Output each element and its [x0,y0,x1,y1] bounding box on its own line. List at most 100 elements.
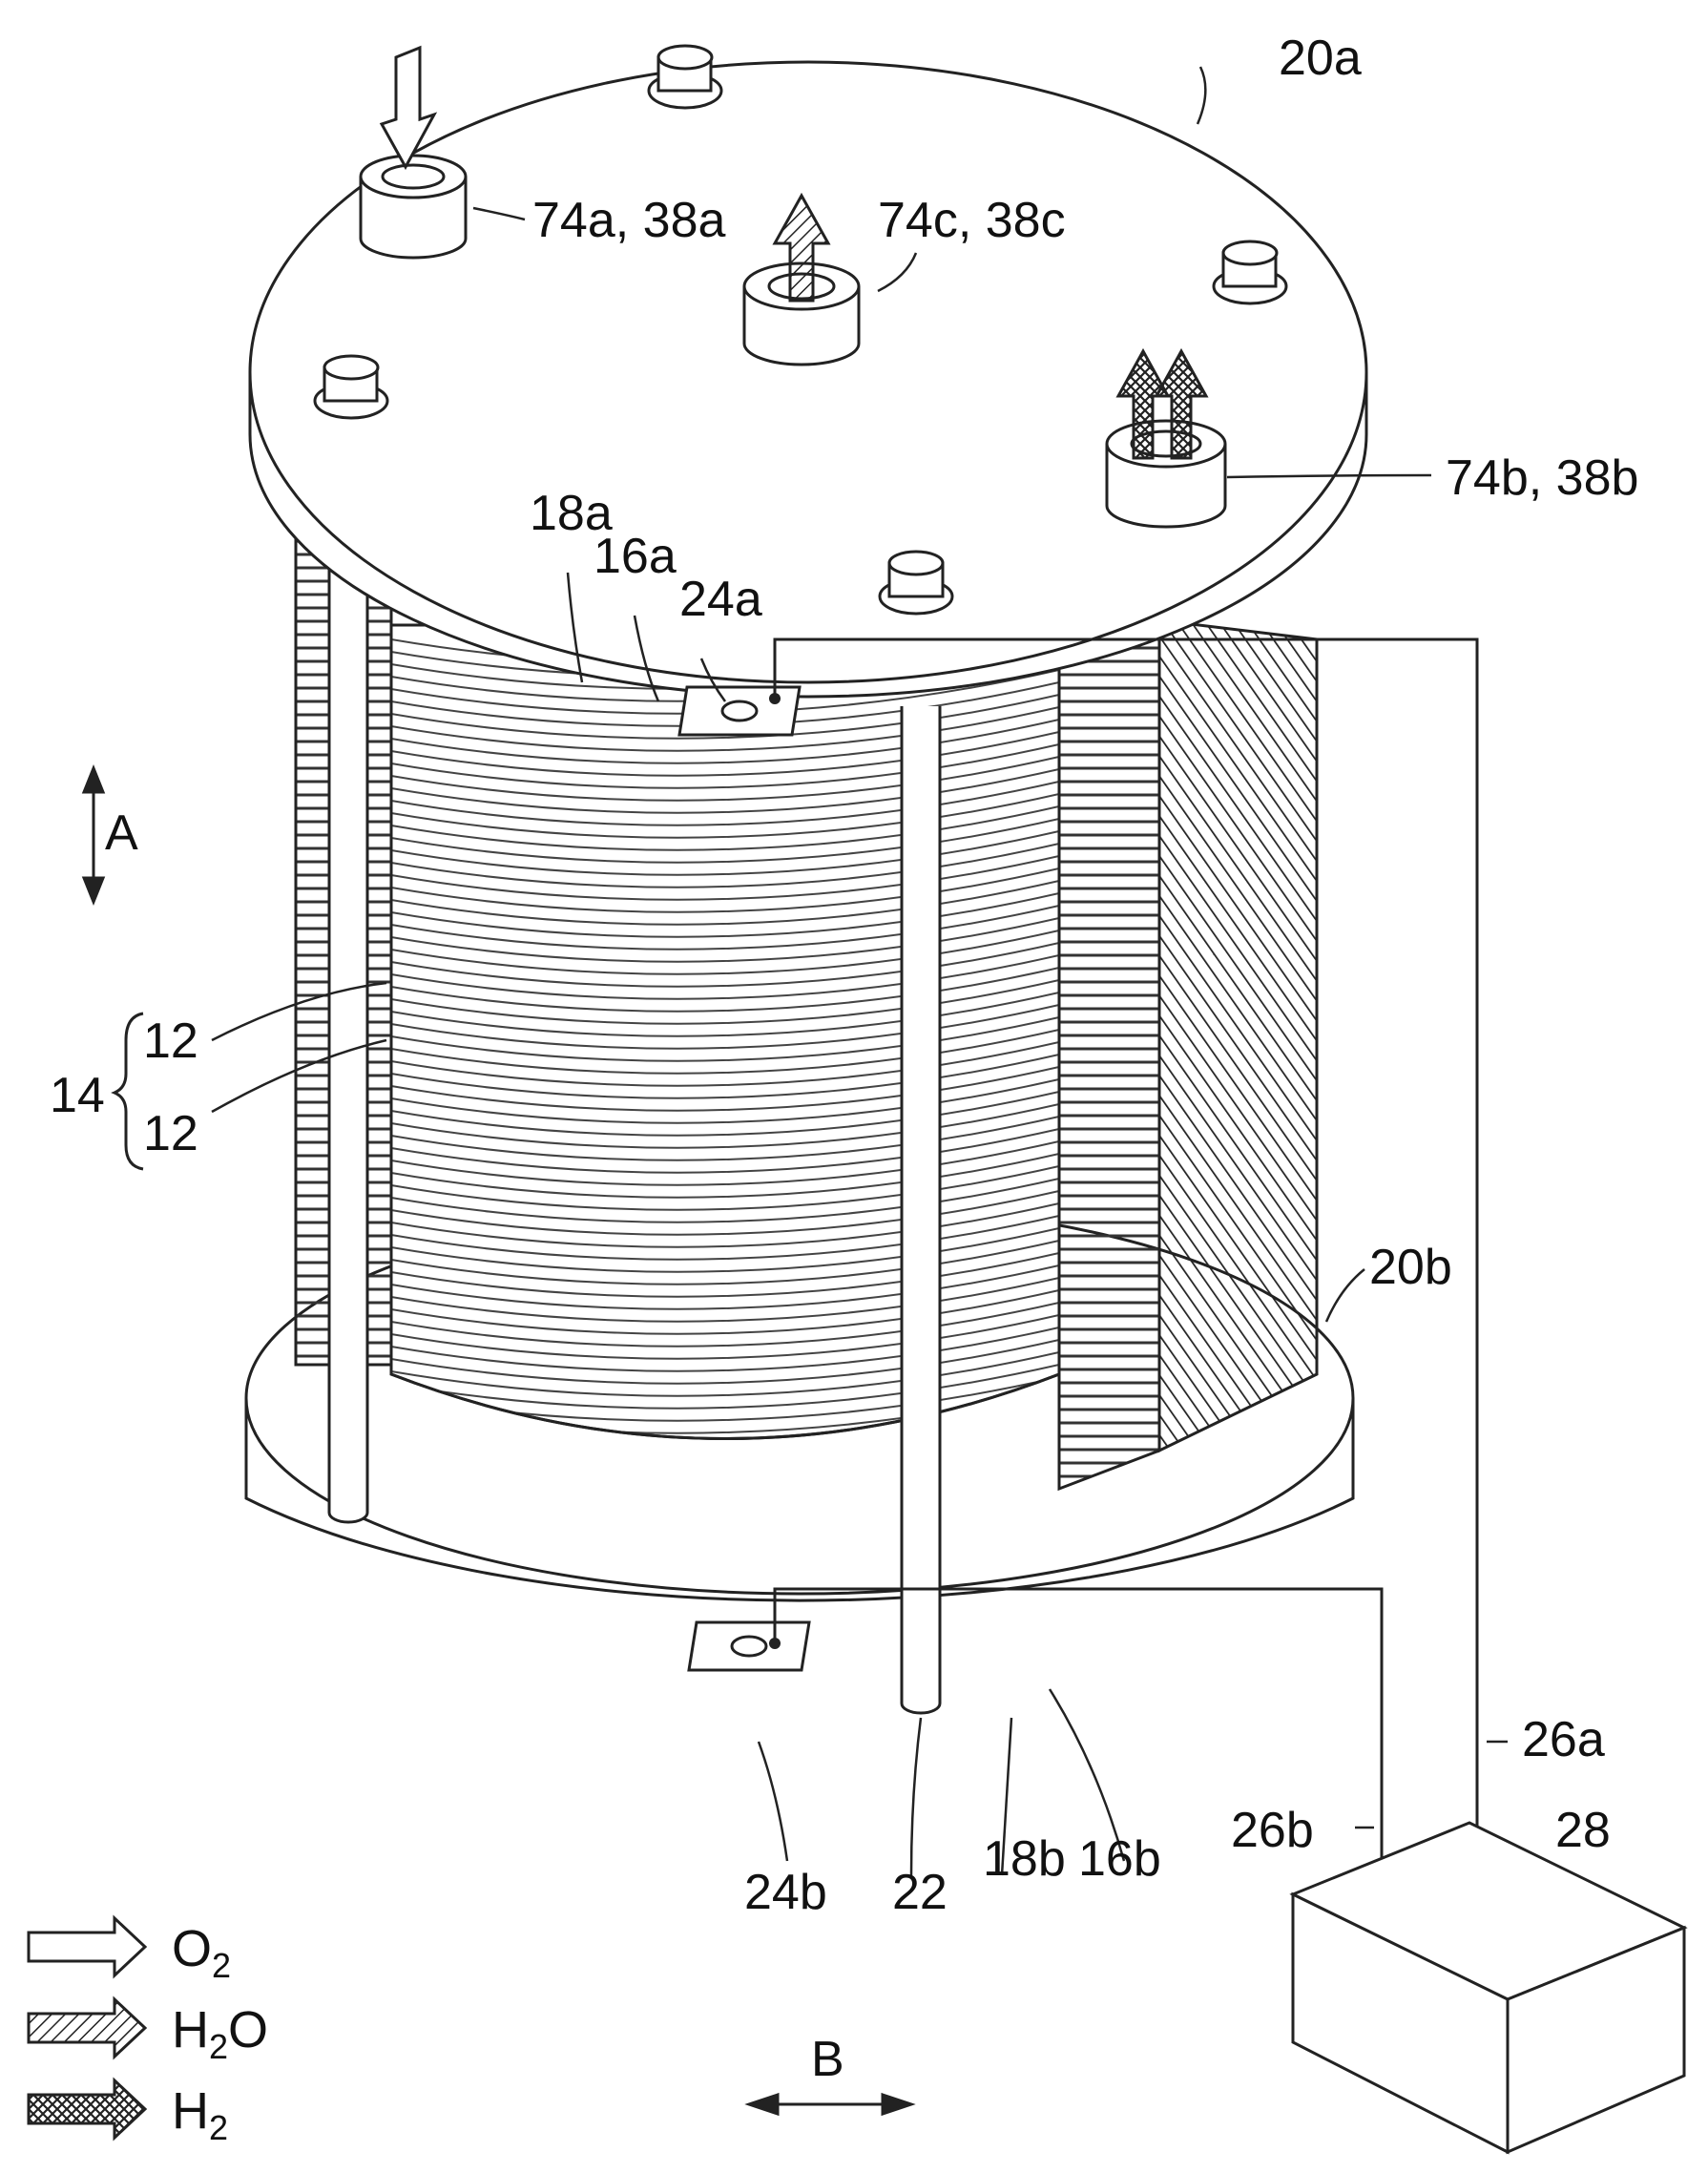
cell-line [391,1029,1059,1075]
legend-formula-main: H [172,2082,209,2140]
cell-line [391,1327,1059,1372]
cell-line [391,1351,1059,1397]
label-24a: 24a [679,572,762,627]
cell-line [391,781,1059,826]
cell-line [391,719,1059,764]
label-cell-12-upper: 12 [143,1013,198,1069]
cell-line [391,1153,1059,1199]
cell-line [391,694,1059,740]
legend-arrow-hatched-icon [27,1995,148,2060]
cell-line [391,1016,1059,1062]
cell-stack-body [389,623,1061,1440]
power-unit-box [1289,1821,1688,2155]
cell-line [391,1091,1059,1137]
legend-arrow-cross-hatched-icon [27,2077,148,2142]
cell-line [391,905,1059,951]
legend-formula-tail: O [228,2001,268,2058]
label-20a: 20a [1279,31,1362,86]
bolt-top-back [647,44,723,110]
cell-line [391,855,1059,901]
right-stack-wedge [1057,617,1319,1492]
cell-line [391,1054,1059,1099]
legend-arrow-blank-icon [27,1914,148,1979]
label-18a: 18a [530,486,613,541]
legend-item-hydrogen: H2 [27,2077,228,2147]
cell-line [391,1339,1059,1385]
cell-line [391,942,1059,988]
cell-line [391,992,1059,1037]
label-18b: 18b [983,1831,1066,1887]
oxygen-in-arrow [379,45,438,171]
top-end-plate [248,60,1368,699]
cell-line [391,1103,1059,1149]
label-direction-a: A [105,805,138,861]
cell-line [391,979,1059,1025]
svg-text:H2O: H2O [172,2001,268,2066]
cable-26a [773,637,1479,1828]
tie-rod-left [327,563,369,1524]
cell-line [391,1364,1059,1410]
svg-text:H2: H2 [172,2082,228,2147]
figure-labels: 20a 74a, 38a 74c, 38c 74b, 38b 18a 16a 2… [50,31,1638,2087]
hydrogen-out-arrows [1115,347,1209,460]
legend-formula-sub: 2 [209,2027,228,2066]
cell-line [391,892,1059,938]
label-74a-38a: 74a, 38a [532,193,725,248]
hydrogen-port [1105,419,1227,529]
cell-line [391,917,1059,963]
label-26b: 26b [1231,1803,1314,1858]
cell-line [391,1190,1059,1236]
cell-line [391,1227,1059,1273]
cell-line [391,768,1059,814]
cell-line [391,1302,1059,1348]
cell-line [391,1277,1059,1323]
cell-line [391,1041,1059,1087]
bolt-front [878,550,954,616]
cell-line [391,756,1059,802]
cell-line [391,1264,1059,1310]
stack-brace [111,1012,144,1171]
cell-line [391,1116,1059,1161]
label-22: 22 [892,1865,948,1920]
cell-line [391,843,1059,888]
svg-text:O2: O2 [172,1920,231,1985]
label-16b: 16b [1078,1831,1161,1887]
water-out-arrow [772,192,831,303]
bolt-left [313,354,389,420]
label-28: 28 [1555,1803,1611,1858]
leader-lines [211,66,1508,1876]
label-74c-38c: 74c, 38c [878,193,1066,248]
direction-a-arrow [81,763,106,907]
cell-line [391,1215,1059,1261]
cell-line [391,793,1059,839]
cell-line [391,818,1059,864]
cell-line [391,805,1059,851]
label-26a: 26a [1522,1712,1605,1767]
direction-b-arrow [744,2092,916,2117]
cell-line [391,1178,1059,1223]
cable-26b [773,1587,1384,1866]
cell-line [391,1240,1059,1285]
label-74b-38b: 74b, 38b [1446,450,1638,506]
cell-line [391,867,1059,913]
label-24b: 24b [744,1865,827,1920]
cell-line [391,731,1059,777]
oxygen-port [359,154,468,260]
cell-line [391,954,1059,1000]
bolt-right [1212,240,1288,305]
cell-line [391,743,1059,789]
legend-formula-main: H [172,2001,209,2058]
top-terminal [677,685,802,737]
cell-line [391,880,1059,926]
label-stack-14: 14 [50,1068,105,1123]
cell-line [391,1128,1059,1174]
cell-line [391,1004,1059,1050]
cell-line [391,1140,1059,1186]
legend-formula-sub: 2 [209,2108,228,2147]
label-cell-12-lower: 12 [143,1106,198,1161]
label-16a: 16a [594,529,677,584]
legend-item-water: H2O [27,1995,268,2066]
label-direction-b: B [811,2032,844,2087]
cell-line [391,1078,1059,1124]
legend: O2 H2O H2 [27,1914,268,2147]
